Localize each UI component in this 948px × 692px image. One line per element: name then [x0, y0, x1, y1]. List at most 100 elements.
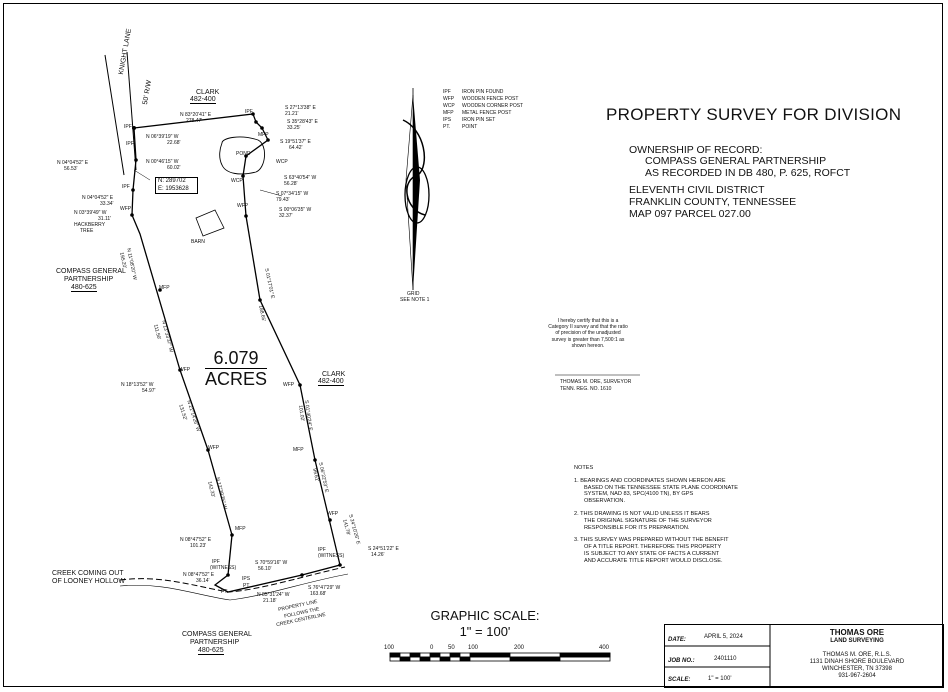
note-line: OF A TITLE REPORT. THEREFORE THIS PROPER… — [584, 544, 722, 551]
surveyor-certification: I hereby certify that this is a Category… — [533, 318, 643, 349]
adjoiner-compass-left: COMPASS GENERAL — [56, 268, 126, 275]
monument-label: (WITNESS) — [318, 553, 345, 559]
graphic-scale-ratio: 1" = 100' — [459, 624, 511, 639]
course-distance: 163.68' — [310, 591, 327, 597]
course-distance: 33.34' — [100, 201, 114, 207]
adjoiner-clark-right-ref: 482-400 — [318, 378, 344, 386]
note-line: 2. THIS DRAWING IS NOT VALID UNLESS IT B… — [574, 510, 710, 517]
legend-item: MFP — [443, 110, 454, 116]
firm-city: WINCHESTER, TN 37398 — [822, 666, 892, 672]
north-arrow-graphic — [402, 88, 430, 291]
course-call: S 27°13'38" E — [285, 105, 316, 111]
legend-item-desc: WOODEN CORNER POST — [462, 103, 524, 109]
graphic-scale-bar — [389, 652, 611, 662]
cert-line: shown hereon. — [571, 342, 605, 349]
firm-address: 1131 DINAH SHORE BOULEVARD — [809, 659, 905, 665]
course-distance: 60.02' — [167, 165, 181, 171]
note-line: 3. THIS SURVEY WAS PREPARED WITHOUT THE … — [574, 537, 729, 544]
monument-label: WFP — [283, 382, 295, 388]
scale-tick-label: 0 — [430, 645, 434, 651]
scale-tick-label: 200 — [514, 645, 525, 651]
course-distance: 54.97' — [142, 388, 156, 394]
course-distance: 32.37' — [279, 213, 293, 219]
north-arrow-note: SEE NOTE 1 — [400, 297, 430, 303]
monument-label: PT. — [221, 589, 229, 595]
course-distance: 14.26' — [371, 552, 385, 558]
sheet-border — [3, 3, 943, 687]
adjoiner-compass-bottom: COMPASS GENERAL — [182, 631, 252, 638]
creek-label-2: OF LOONEY HOLLOW — [52, 578, 125, 585]
course-distance: 56.10' — [258, 566, 272, 572]
scale-tick-label: 100 — [468, 645, 479, 651]
monument-label: WFP — [208, 445, 220, 451]
surveyor-registration: TENN. REG. NO. 1610 — [560, 386, 612, 392]
course-call: S 76°47'29" W — [308, 585, 341, 591]
course-distance: 56.28' — [284, 181, 298, 187]
north-arrow-grid-label: GRID — [407, 291, 420, 297]
legend-item-desc: WOODEN FENCE POST — [462, 96, 519, 102]
course-call: N 06°39'19" W — [146, 134, 179, 140]
course-distance: 101.02' — [297, 404, 306, 422]
course-call: N 08°47'52" E — [183, 572, 215, 578]
adjoiner-clark-right: CLARK — [322, 371, 346, 378]
course-call: S 00°06'35" W — [279, 207, 312, 213]
adjoiner-compass-left-2: PARTNERSHIP — [64, 276, 114, 283]
job-number: 2401110 — [714, 656, 737, 662]
monument-label: MFP — [235, 526, 246, 532]
owner-name: COMPASS GENERAL PARTNERSHIP — [645, 155, 827, 167]
monument-label: MFP — [293, 447, 304, 453]
monument-label: WFP — [120, 206, 132, 212]
tree-label: TREE — [80, 228, 94, 234]
note-line: BASED ON THE TENNESSEE STATE PLANE COORD… — [584, 484, 738, 491]
adjoiner-compass-left-ref: 480-625 — [71, 284, 97, 292]
monument-label: WFP — [237, 203, 249, 209]
county: FRANKLIN COUNTY, TENNESSEE — [629, 196, 797, 208]
monument-label: (WITNESS) — [210, 565, 237, 571]
monument-label: WCP — [276, 159, 288, 165]
monument-label: IPS — [242, 576, 251, 582]
course-call: N 83°20'41" E — [180, 112, 212, 118]
coordinate-easting: E: 1953628 — [158, 185, 189, 192]
note-line: SYSTEM, NAD 83, SPC(4100 TN), BY GPS — [584, 491, 694, 498]
scale-label: SCALE: — [668, 677, 691, 683]
cert-line: Category II survey and that the ratio — [548, 324, 628, 331]
drawing-title: PROPERTY SURVEY FOR DIVISION — [606, 105, 902, 124]
course-call: S 63°40'54" W — [284, 175, 317, 181]
legend-item-desc: METAL FENCE POST — [462, 110, 512, 116]
monument-label: MFP — [159, 285, 170, 291]
civil-district: ELEVENTH CIVIL DISTRICT — [629, 184, 765, 196]
monument-label: WFP — [179, 367, 191, 373]
acreage-value: 6.079 — [205, 349, 267, 369]
note-line: IS SUBJECT TO ANY STATE OF FACTS A CURRE… — [584, 550, 720, 557]
note-line: 1. BEARINGS AND COORDINATES SHOWN HEREON… — [574, 477, 726, 484]
legend-item: PT. — [443, 124, 451, 130]
course-distance: 56.53' — [64, 166, 78, 172]
note-2: 2. THIS DRAWING IS NOT VALID UNLESS IT B… — [574, 511, 738, 531]
legend-item: WCP — [443, 103, 455, 109]
coordinate-northing: N: 289702 — [158, 178, 186, 184]
course-distance: 31.11' — [98, 216, 112, 222]
course-call: S 70°59'16" W — [255, 560, 288, 566]
monument-label: PT. — [243, 583, 251, 589]
road-row-line-west — [104, 54, 125, 176]
monument-markers — [130, 112, 342, 577]
course-distance: 22.68' — [167, 140, 181, 146]
firm-subtitle: LAND SURVEYING — [830, 638, 884, 644]
cert-line: I hereby certify that this is a — [557, 318, 619, 324]
job-label: JOB NO.: — [668, 658, 695, 664]
legend-item: IPS — [443, 117, 452, 123]
course-call: S 07°34'15" W — [276, 191, 309, 197]
creek-bank — [119, 573, 349, 601]
course-call: N 00°46'15" W — [146, 159, 179, 165]
course-call: N 85°31'24" W — [257, 592, 290, 598]
note-1: 1. BEARINGS AND COORDINATES SHOWN HEREON… — [574, 478, 738, 505]
monument-label: IPF — [245, 109, 253, 115]
monument-label: IPF — [318, 547, 326, 553]
date-value: APRIL 5, 2024 — [704, 634, 743, 640]
note-3: 3. THIS SURVEY WAS PREPARED WITHOUT THE … — [574, 537, 738, 564]
note-line: OBSERVATION. — [584, 498, 626, 505]
course-call: N 18°13'52" W — [121, 382, 154, 388]
course-distance: 21.18' — [263, 598, 277, 604]
note-line: THE ORIGINAL SIGNATURE OF THE SURVEYOR — [584, 517, 712, 524]
legend-item-desc: IRON PIN FOUND — [462, 89, 504, 95]
